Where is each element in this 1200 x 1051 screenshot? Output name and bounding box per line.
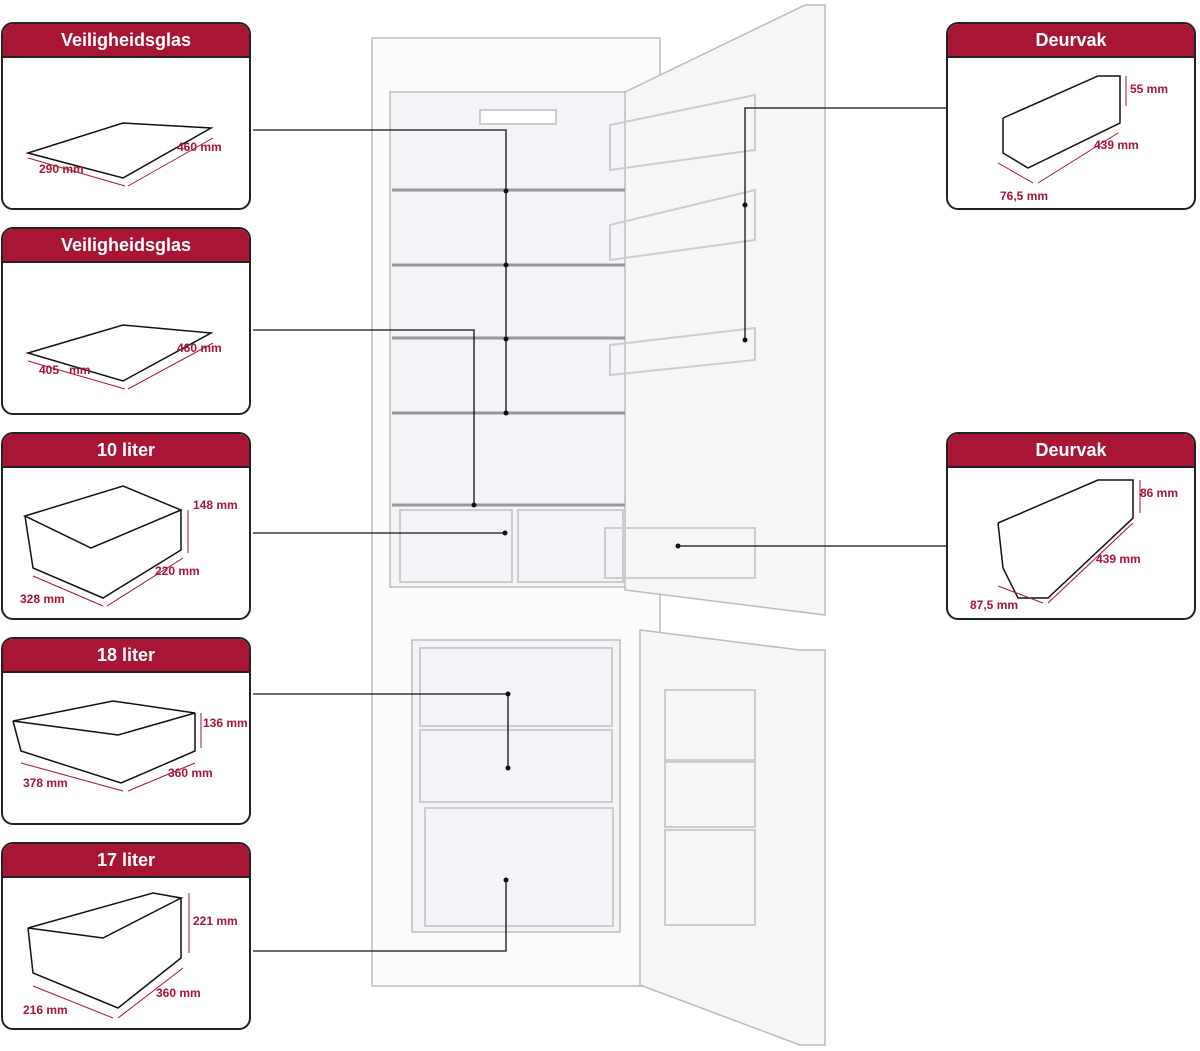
drawer-icon xyxy=(22,485,189,607)
dim-width: 216 mm xyxy=(23,1003,68,1017)
card-drawer-17l: 17 liter 221 mm 360 mm 216 mm xyxy=(1,842,251,1030)
dim-depth: 360 mm xyxy=(168,766,213,780)
door-shelf-icon xyxy=(997,75,1127,184)
dim-depth: 460 mm xyxy=(177,341,222,355)
card-drawer-10l: 10 liter 148 mm 220 mm 328 mm xyxy=(1,432,251,620)
drawer-icon xyxy=(12,700,202,792)
glass-shelf-icon xyxy=(25,122,214,187)
card-title: 17 liter xyxy=(3,844,249,878)
dim-height: 221 mm xyxy=(193,914,238,928)
drawer-icon xyxy=(27,892,190,1019)
card-door-shelf-2: Deurvak 86 mm 439 mm 87,5 mm xyxy=(946,432,1196,620)
card-title: Deurvak xyxy=(948,434,1194,468)
card-title: 10 liter xyxy=(3,434,249,468)
card-door-shelf-1: Deurvak 55 mm 439 mm 76,5 mm xyxy=(946,22,1196,210)
dim-depth: 220 mm xyxy=(155,564,200,578)
card-title: Deurvak xyxy=(948,24,1194,58)
dim-length: 439 mm xyxy=(1096,552,1141,566)
card-title: 18 liter xyxy=(3,639,249,673)
card-title: Veiligheidsglas xyxy=(3,229,249,263)
dim-depth: 460 mm xyxy=(177,140,222,154)
dim-depth: 76,5 mm xyxy=(1000,189,1049,203)
card-safety-glass-2: Veiligheidsglas 405 mm 460 mm xyxy=(1,227,251,415)
dim-width: 290 mm xyxy=(39,162,84,176)
dim-width: 405 mm xyxy=(39,363,91,377)
glass-shelf-icon xyxy=(25,324,214,390)
dim-length: 439 mm xyxy=(1094,138,1139,152)
dim-depth: 87,5 mm xyxy=(970,598,1019,612)
dim-height: 86 mm xyxy=(1140,486,1179,500)
dim-width: 378 mm xyxy=(23,776,68,790)
door-shelf-icon xyxy=(997,479,1141,604)
card-safety-glass-1: Veiligheidsglas 290 mm 460 mm xyxy=(1,22,251,210)
card-drawer-18l: 18 liter 136 mm 360 mm 378 mm xyxy=(1,637,251,825)
card-title: Veiligheidsglas xyxy=(3,24,249,58)
dim-height: 136 mm xyxy=(203,716,248,730)
dim-depth: 360 mm xyxy=(156,986,201,1000)
dim-height: 55 mm xyxy=(1130,82,1169,96)
dim-width: 328 mm xyxy=(20,592,65,606)
dim-height: 148 mm xyxy=(193,498,238,512)
